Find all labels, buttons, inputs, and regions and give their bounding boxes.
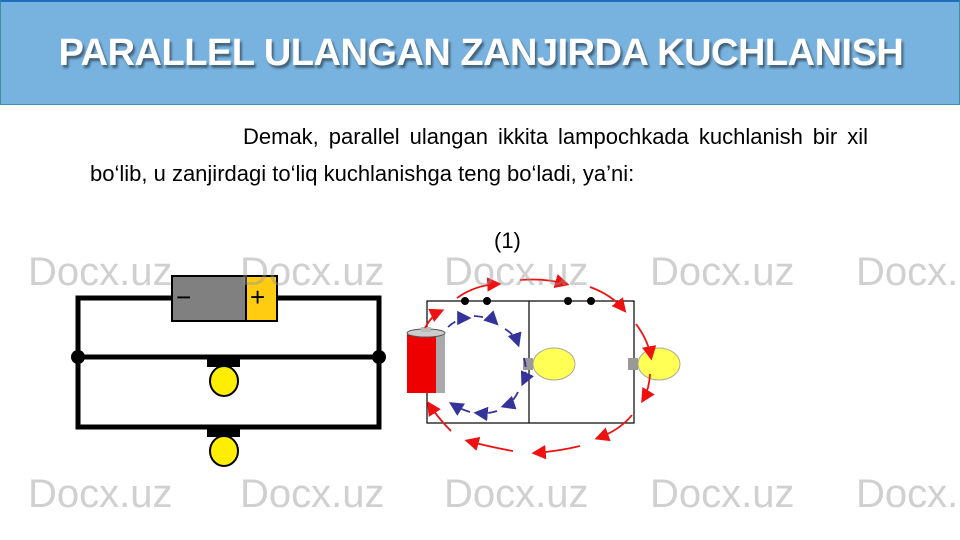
slide-title: PARALLEL ULANGAN ZANJIRDA KUCHLANISH [58,32,904,74]
lamp2-base [207,429,240,437]
watermark: Docx.uz [650,472,795,516]
watermark: Docx.uz [28,250,173,294]
watermark: Docx.uz [856,472,960,516]
blue-current-arrows [447,310,535,422]
plus-sign: + [250,282,265,312]
watermark: Docx.uz [650,250,795,294]
pictorial-circuit [406,274,681,460]
minus-sign: − [176,282,191,312]
watermark: Docx.uz [444,250,589,294]
watermark: Docx.uz [28,472,173,516]
junction-left [71,350,85,364]
red-current-arrows [424,274,657,460]
battery-icon [406,327,446,393]
equation-label: (1) [494,228,521,253]
battery-negative [171,275,247,322]
bulb-icon-2 [628,347,681,381]
battery-positive [245,275,278,322]
body-paragraph: Demak, parallel ulangan ikkita lampochka… [90,124,868,186]
parallel-schematic: − + [71,275,386,467]
watermark: Docx.uz [240,250,385,294]
lamp1-bulb [209,365,239,397]
watermark: Docx.uz [444,472,589,516]
watermark: Docx.uz [856,250,960,294]
lamp2-bulb [209,435,239,467]
bulb-icon-1 [523,347,576,381]
lamp1-base [207,359,240,367]
title-bar: PARALLEL ULANGAN ZANJIRDA KUCHLANISH [0,0,960,105]
watermark: Docx.uz [240,472,385,516]
junction-right [372,350,386,364]
